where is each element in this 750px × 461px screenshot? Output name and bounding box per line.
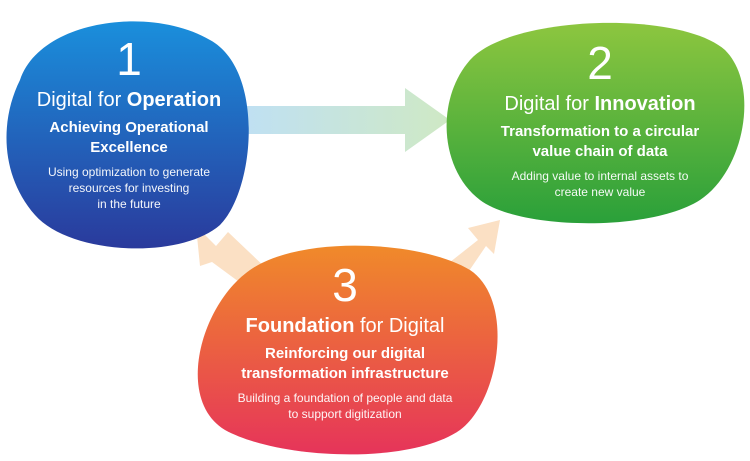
blob-operation bbox=[6, 21, 249, 249]
node-operation: 1 Digital for Operation Achieving Operat… bbox=[14, 36, 244, 212]
arrow-operation-to-innovation bbox=[240, 88, 450, 152]
subtitle-line: value chain of data bbox=[532, 143, 668, 160]
desc-line: Building a foundation of people and data bbox=[237, 391, 453, 405]
node-subtitle: Reinforcing our digital transformation in… bbox=[205, 344, 485, 384]
desc-line: in the future bbox=[97, 197, 161, 211]
title-prefix: Digital for bbox=[36, 89, 127, 111]
title-suffix: for Digital bbox=[354, 315, 445, 337]
title-bold: Foundation bbox=[245, 315, 355, 337]
node-number: 1 bbox=[116, 33, 142, 85]
node-number: 3 bbox=[332, 259, 358, 311]
desc-line: to support digitization bbox=[288, 407, 402, 421]
subtitle-line: Reinforcing our digital bbox=[265, 345, 425, 362]
node-innovation: 2 Digital for Innovation Transformation … bbox=[465, 40, 735, 200]
node-subtitle: Transformation to a circular value chain … bbox=[465, 122, 735, 162]
subtitle-line: Excellence bbox=[90, 139, 168, 156]
node-title: Digital for Operation bbox=[14, 88, 244, 112]
node-description: Using optimization to generate resources … bbox=[14, 164, 244, 212]
node-foundation: 3 Foundation for Digital Reinforcing our… bbox=[205, 262, 485, 422]
blob-foundation bbox=[197, 245, 498, 455]
desc-line: Using optimization to generate bbox=[47, 165, 211, 179]
node-description: Adding value to internal assets to create… bbox=[465, 168, 735, 200]
node-number: 2 bbox=[587, 37, 613, 89]
node-title: Digital for Innovation bbox=[465, 92, 735, 116]
title-prefix: Digital for bbox=[504, 93, 595, 115]
subtitle-line: transformation infrastructure bbox=[241, 365, 449, 382]
desc-line: create new value bbox=[554, 185, 646, 199]
desc-line: Adding value to internal assets to bbox=[511, 169, 689, 183]
node-title: Foundation for Digital bbox=[205, 314, 485, 338]
subtitle-line: Transformation to a circular bbox=[500, 123, 700, 140]
node-description: Building a foundation of people and data… bbox=[205, 390, 485, 422]
subtitle-line: Achieving Operational bbox=[49, 119, 209, 136]
title-bold: Innovation bbox=[594, 93, 696, 115]
blob-innovation bbox=[446, 22, 745, 224]
desc-line: resources for investing bbox=[68, 181, 190, 195]
title-bold: Operation bbox=[126, 89, 222, 111]
